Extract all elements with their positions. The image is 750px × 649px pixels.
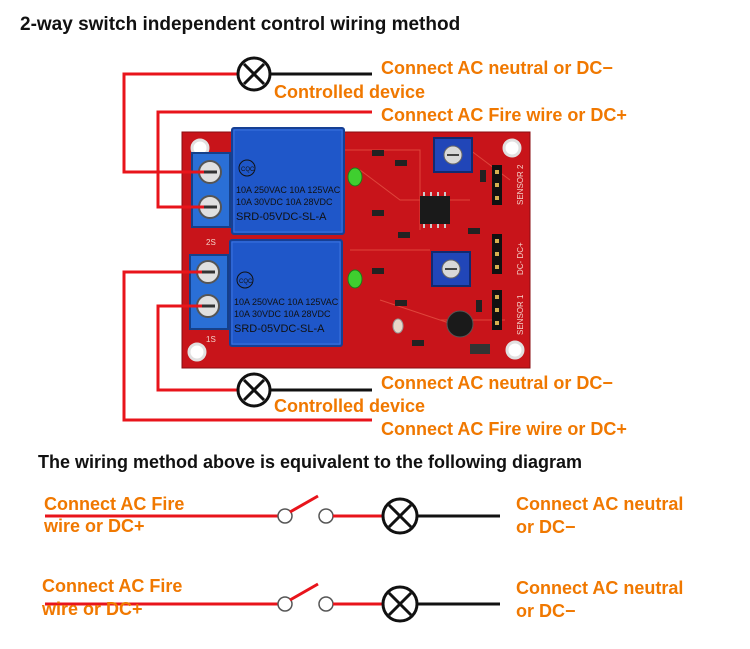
- relay-2-wiring: [122, 270, 372, 422]
- input-mark-2: 2S: [206, 238, 216, 247]
- capacitor: [446, 310, 474, 338]
- board-mark-sensor2: SENSOR 2: [516, 164, 525, 205]
- relay-rating-1: 10A 250VAC 10A 125VAC: [234, 297, 339, 307]
- lamp-icon: [236, 372, 272, 408]
- relay-2-fire-label: Connect AC Fire wire or DC+: [381, 419, 627, 439]
- relay-1-device-label: Controlled device: [274, 82, 426, 102]
- relay-rating-1: 10A 250VAC 10A 125VAC: [236, 185, 341, 195]
- eq1-fire-line2: wire or DC+: [44, 516, 145, 536]
- lamp-icon: [381, 585, 419, 623]
- relay-2-neutral-label: Connect AC neutral or DC−: [381, 373, 613, 393]
- screw-terminal-1: [191, 152, 231, 228]
- eq2-fire-line2: wire or DC+: [42, 599, 143, 619]
- eq2-neutral-line1: Connect AC neutral: [516, 578, 684, 598]
- relay-1-neutral-label: Connect AC neutral or DC−: [381, 58, 613, 78]
- relay-rating-2: 10A 30VDC 10A 28VDC: [234, 309, 331, 319]
- input-mark-1: 1S: [206, 335, 216, 344]
- eq2-neutral-line2: or DC−: [516, 601, 576, 621]
- green-led-icon: [347, 167, 363, 289]
- eq1-neutral-line2: or DC−: [516, 517, 576, 537]
- pin-header: [492, 165, 502, 330]
- relay-module-board: CQC 10A 250VAC 10A 125VAC 10A 30VDC 10A …: [181, 127, 531, 369]
- relay-logo: CQC: [241, 167, 255, 173]
- eq1-fire-line1: Connect AC Fire: [44, 494, 185, 514]
- equivalent-circuit-2: [45, 582, 500, 623]
- lamp-icon: [381, 497, 419, 535]
- relay-1-fire-label: Connect AC Fire wire or DC+: [381, 105, 627, 125]
- relay-logo: CQC: [239, 279, 253, 285]
- smd-components: [372, 150, 490, 354]
- relay-rating-2: 10A 30VDC 10A 28VDC: [236, 197, 333, 207]
- mounting-hole: [187, 138, 525, 362]
- relay-2-device-label: Controlled device: [274, 396, 426, 416]
- screw-terminal-2: [189, 254, 229, 330]
- board-mark-sensor1: SENSOR 1: [516, 294, 525, 335]
- diode: [392, 318, 404, 334]
- relay-1-wiring: [122, 72, 372, 209]
- switch-icon: [277, 582, 334, 612]
- eq2-fire-line1: Connect AC Fire: [42, 576, 183, 596]
- board-mark-power: DC- DC+: [516, 242, 525, 275]
- page-title: 2-way switch independent control wiring …: [20, 14, 461, 35]
- relay-model: SRD-05VDC-SL-A: [234, 323, 325, 335]
- switch-icon: [277, 494, 334, 524]
- ic-chip: [420, 192, 450, 228]
- lamp-icon: [236, 56, 272, 92]
- equivalent-circuit-1: [45, 494, 500, 535]
- equivalent-heading: The wiring method above is equivalent to…: [38, 452, 583, 472]
- relay-2: CQC 10A 250VAC 10A 125VAC 10A 30VDC 10A …: [229, 239, 343, 347]
- potentiometer-icon: [431, 137, 473, 287]
- relay-model: SRD-05VDC-SL-A: [236, 211, 327, 223]
- relay-1: CQC 10A 250VAC 10A 125VAC 10A 30VDC 10A …: [231, 127, 345, 235]
- eq1-neutral-line1: Connect AC neutral: [516, 494, 684, 514]
